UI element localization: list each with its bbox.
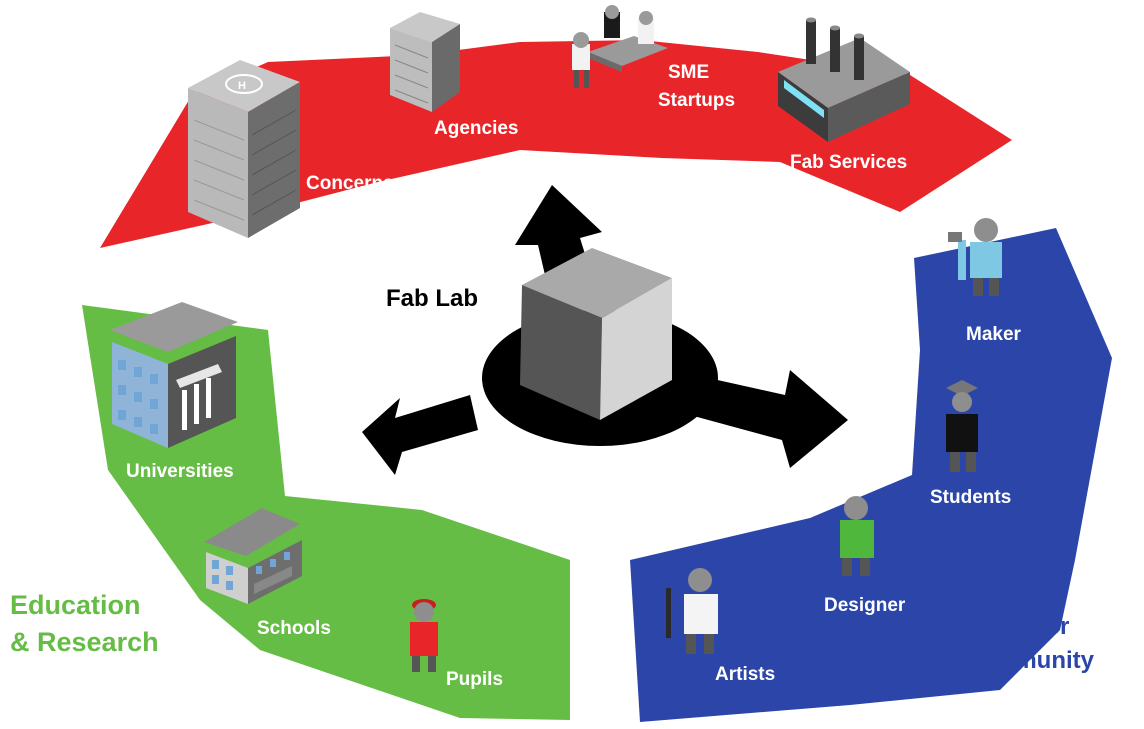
agencies-building-icon: [390, 12, 460, 112]
meeting-table-icon: [572, 5, 668, 88]
designer-person-icon: [840, 496, 874, 576]
cube-top: [522, 248, 672, 318]
label-pupils: Pupils: [446, 669, 503, 690]
education-title-line2: & Research: [10, 627, 159, 657]
maker-title-line2: Community: [962, 647, 1095, 674]
education-title-line1: Education: [10, 590, 141, 620]
label-maker: Maker: [966, 324, 1022, 345]
cube-right: [600, 278, 672, 420]
maker-title-line1: Maker: [1000, 613, 1069, 640]
label-universities: Universities: [126, 461, 234, 482]
label-fab-services: Fab Services: [790, 152, 907, 173]
label-schools: Schools: [257, 618, 331, 639]
concerns-building-icon: H: [188, 60, 300, 238]
maker-band: [630, 228, 1112, 722]
label-artists: Artists: [715, 664, 775, 685]
factory-icon: [778, 17, 910, 142]
school-building-icon: [204, 508, 302, 604]
svg-text:H: H: [238, 80, 246, 92]
cube-left: [520, 285, 602, 420]
maker-person-icon: [948, 218, 1002, 296]
label-designer: Designer: [824, 595, 906, 616]
arrow-right: [690, 370, 848, 468]
arrow-up: [515, 185, 602, 275]
label-sme: SME: [668, 62, 709, 83]
university-building-icon: [110, 302, 238, 448]
label-concerns: Concerns: [306, 173, 394, 194]
label-agencies: Agencies: [434, 118, 518, 139]
student-person-icon: [946, 380, 978, 472]
fab-lab-label: Fab Lab: [386, 285, 478, 312]
arrow-left: [362, 395, 478, 475]
label-startups: Startups: [658, 90, 735, 111]
artist-person-icon: [666, 568, 718, 654]
label-students: Students: [930, 487, 1011, 508]
pupil-person-icon: [410, 599, 438, 672]
fab-lab-hub: [362, 185, 848, 475]
